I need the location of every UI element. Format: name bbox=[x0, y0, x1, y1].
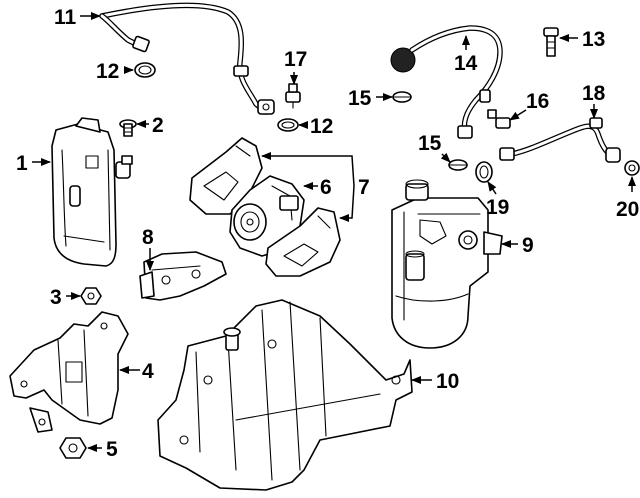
part-20-ring bbox=[624, 160, 640, 176]
part-15-clip-b bbox=[448, 159, 468, 171]
callout-15-b: 15 bbox=[418, 132, 442, 155]
part-3-nut bbox=[80, 287, 102, 305]
part-12-clamp-a bbox=[134, 62, 156, 78]
callout-11: 11 bbox=[54, 6, 77, 29]
callout-2: 2 bbox=[152, 114, 164, 137]
callout-10: 10 bbox=[436, 370, 459, 393]
callout-3: 3 bbox=[50, 286, 62, 309]
part-13-bolt bbox=[543, 27, 559, 57]
callout-14: 14 bbox=[454, 52, 478, 75]
part-2-bolt bbox=[119, 119, 137, 137]
callout-17: 17 bbox=[284, 48, 307, 71]
part-5-nut bbox=[59, 437, 87, 459]
callout-12-b: 12 bbox=[310, 115, 333, 138]
callout-13: 13 bbox=[582, 28, 605, 51]
part-11-hose bbox=[99, 2, 275, 115]
part-7-housing-lower bbox=[265, 207, 341, 277]
leader-lines bbox=[32, 12, 636, 452]
callout-5: 5 bbox=[106, 438, 118, 461]
part-18-hose bbox=[499, 117, 621, 163]
part-17-sensor bbox=[285, 83, 301, 109]
callout-1: 1 bbox=[16, 152, 28, 175]
callout-20: 20 bbox=[616, 198, 639, 221]
callout-9: 9 bbox=[522, 234, 534, 257]
callout-labels: 11 12 2 1 3 4 5 6 7 8 9 10 12 13 14 15 1… bbox=[16, 6, 639, 461]
callout-6: 6 bbox=[320, 176, 332, 199]
part-1-reservoir bbox=[51, 117, 133, 267]
part-9-canister bbox=[391, 179, 503, 349]
callout-7: 7 bbox=[358, 176, 370, 199]
callout-19: 19 bbox=[486, 196, 509, 219]
part-14-hose bbox=[390, 25, 503, 139]
part-15-clip-a bbox=[392, 91, 412, 103]
part-12-clamp-b bbox=[277, 118, 299, 132]
callout-12-a: 12 bbox=[96, 60, 119, 83]
part-16-sensor bbox=[487, 109, 511, 129]
callout-18: 18 bbox=[582, 82, 606, 105]
callout-15-a: 15 bbox=[348, 87, 372, 110]
part-8-bracket bbox=[139, 251, 227, 301]
part-7-housing-upper bbox=[189, 137, 263, 215]
callout-16: 16 bbox=[526, 90, 549, 113]
part-19-ring bbox=[475, 161, 493, 183]
part-4-bracket bbox=[9, 311, 129, 433]
callout-8: 8 bbox=[142, 226, 154, 249]
callout-4: 4 bbox=[142, 360, 154, 383]
part-10-support-bracket bbox=[157, 299, 413, 491]
